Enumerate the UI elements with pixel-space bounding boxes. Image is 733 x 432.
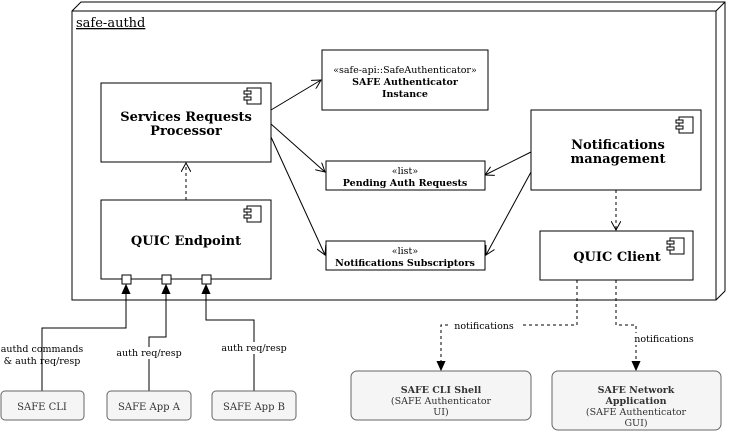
- edge-processor-authenticator: [270, 80, 321, 111]
- safe-network-app-box: SAFE Network Application (SAFE Authentic…: [551, 370, 722, 431]
- notifications-subscriptors-object: «list» Notifications Subscriptors: [325, 240, 486, 271]
- services-processor-component: Services Requests Processor: [100, 82, 272, 163]
- node-title: safe-authd: [76, 16, 145, 31]
- clishell-edge-label: notifications: [454, 321, 514, 332]
- networkapp-edge-label: notifications: [634, 334, 694, 345]
- quic-client-label: QUIC Client: [573, 250, 661, 265]
- quic-client-component: QUIC Client: [539, 230, 694, 281]
- safe-cli-box: SAFE CLI: [0, 390, 85, 421]
- subscriptors-stereotype: «list»: [392, 246, 419, 257]
- pending-auth-stereotype: «list»: [392, 166, 419, 177]
- endpoint-port-3: [201, 274, 212, 285]
- safe-app-a-box: SAFE App A: [106, 390, 192, 421]
- network-app-line2: Application: [604, 396, 666, 407]
- edge-cli-endpoint: [41, 285, 126, 391]
- network-app-line3: (SAFE Authenticator: [586, 407, 687, 418]
- notifications-mgmt-line2: management: [571, 152, 666, 167]
- edge-client-networkapp: [615, 280, 636, 370]
- edge-appb-endpoint: [206, 285, 255, 391]
- edge-processor-pending: [270, 123, 325, 172]
- appb-edge-label: auth req/resp: [221, 343, 286, 354]
- appa-edge-label: auth req/resp: [116, 348, 181, 359]
- internal-connectors: [186, 80, 616, 255]
- quic-endpoint-component: QUIC Endpoint: [100, 199, 272, 285]
- notifications-mgmt-line1: Notifications: [571, 138, 665, 153]
- edge-notifications-subscriptors: [486, 171, 532, 255]
- cli-shell-line3: UI): [433, 407, 448, 418]
- edge-processor-subscriptors: [270, 136, 325, 255]
- authenticator-stereotype: «safe-api::SafeAuthenticator»: [333, 65, 477, 76]
- pending-auth-name: Pending Auth Requests: [343, 178, 467, 189]
- authenticator-line2: Instance: [382, 89, 428, 100]
- edge-appa-endpoint: [148, 285, 166, 391]
- safe-app-b-box: SAFE App B: [211, 390, 297, 421]
- notifications-management-component: Notifications management: [530, 109, 702, 191]
- network-app-line4: GUI): [624, 418, 647, 429]
- safe-cli-label: SAFE CLI: [17, 402, 67, 413]
- network-app-line1: SAFE Network: [598, 385, 675, 396]
- endpoint-port-1: [121, 274, 132, 285]
- subscriptors-name: Notifications Subscriptors: [335, 258, 475, 269]
- client-connectors: authd commands & auth req/resp auth req/…: [1, 285, 290, 391]
- authenticator-instance-object: «safe-api::SafeAuthenticator» SAFE Authe…: [321, 49, 489, 111]
- services-processor-line2: Processor: [150, 124, 222, 139]
- notification-connectors: notifications notifications: [441, 280, 698, 370]
- endpoint-port-2: [161, 274, 172, 285]
- cli-shell-line1: SAFE CLI Shell: [401, 385, 482, 396]
- safe-cli-shell-box: SAFE CLI Shell (SAFE Authenticator UI): [350, 370, 532, 421]
- services-processor-line1: Services Requests: [120, 110, 252, 125]
- pending-auth-requests-object: «list» Pending Auth Requests: [325, 160, 486, 191]
- quic-endpoint-label: QUIC Endpoint: [131, 234, 241, 249]
- safe-app-a-label: SAFE App A: [118, 402, 181, 413]
- authenticator-line1: SAFE Authenticator: [352, 77, 459, 88]
- cli-shell-line2: (SAFE Authenticator: [391, 396, 492, 407]
- cli-edge-label-line1: authd commands: [1, 344, 84, 355]
- safe-app-b-label: SAFE App B: [223, 402, 285, 413]
- edge-notifications-pending: [485, 151, 532, 175]
- cli-edge-label-line2: & auth req/resp: [4, 356, 81, 367]
